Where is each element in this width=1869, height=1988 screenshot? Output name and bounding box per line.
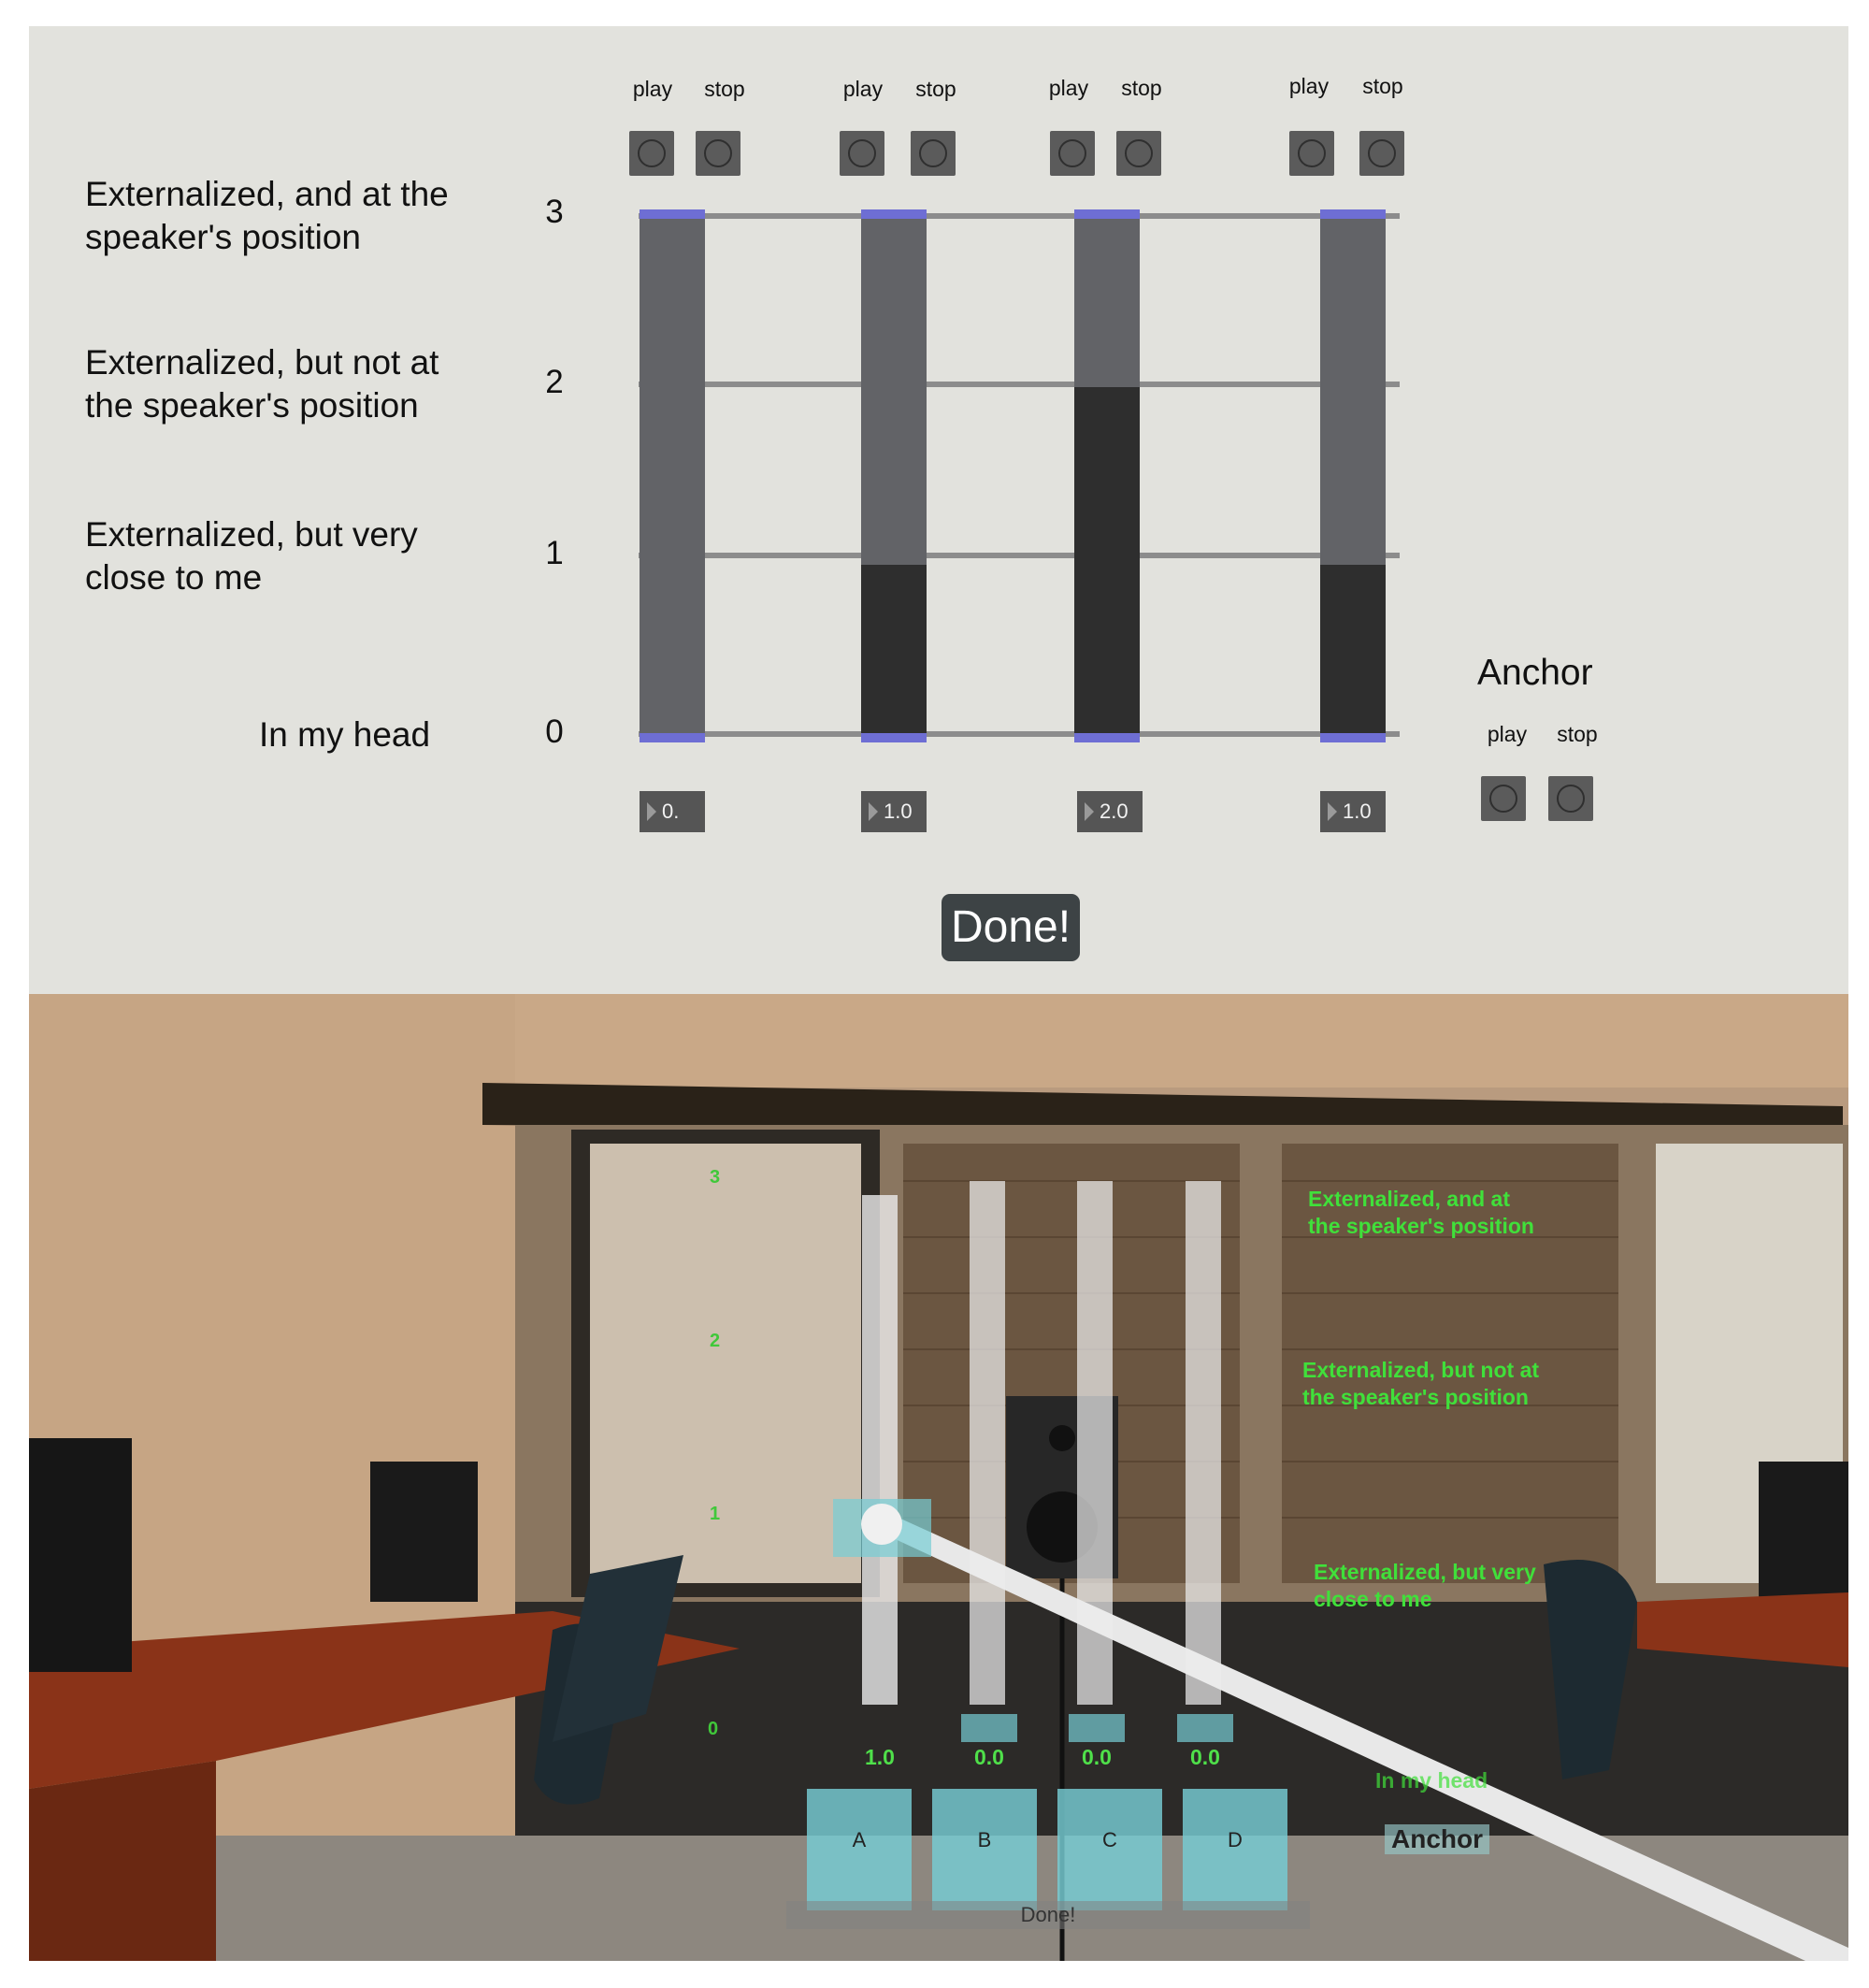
grid-line-3 (639, 213, 1400, 219)
value-box-1[interactable]: 0. (640, 791, 705, 832)
value-box-2[interactable]: 1.0 (861, 791, 927, 832)
slider-top-cap (861, 209, 927, 219)
vr-tick-0: 0 (708, 1719, 719, 1739)
triangle-icon (869, 802, 878, 821)
anchor-stop-label: stop (1557, 722, 1598, 746)
slider-bottom-cap (640, 733, 705, 742)
stop-button-1[interactable] (696, 131, 740, 176)
value-text: 1.0 (1343, 800, 1372, 823)
value-text: 2.0 (1100, 800, 1129, 823)
slider-fill (861, 565, 927, 742)
grid-line-2 (639, 382, 1400, 387)
slider-top-cap (640, 209, 705, 219)
grid-line-1 (639, 553, 1400, 558)
vr-slider-d[interactable] (1186, 1181, 1221, 1705)
vr-value-d: 0.0 (1190, 1745, 1220, 1769)
vr-button-b[interactable]: B (932, 1789, 1037, 1910)
play-label: play (1048, 76, 1089, 100)
play-button-2[interactable] (840, 131, 884, 176)
vr-button-d[interactable]: D (1183, 1789, 1287, 1910)
slider-bottom-cap (861, 733, 927, 742)
stop-button-2[interactable] (911, 131, 956, 176)
vr-tick-3: 3 (710, 1167, 721, 1188)
play-button-3[interactable] (1050, 131, 1095, 176)
play-label: play (1288, 74, 1330, 98)
rating-slider-1[interactable] (640, 209, 705, 742)
slider-bottom-cap (1074, 733, 1140, 742)
anchor-play-button[interactable] (1481, 776, 1526, 821)
vr-slider-handle-b[interactable] (961, 1714, 1017, 1742)
play-label: play (842, 77, 884, 101)
vr-label-0: In my head (1375, 1768, 1488, 1793)
slider-top-cap (1320, 209, 1386, 219)
triangle-icon (1085, 802, 1094, 821)
stop-button-4[interactable] (1359, 131, 1404, 176)
rating-slider-3[interactable] (1074, 209, 1140, 742)
rating-slider-4[interactable] (1320, 209, 1386, 742)
vr-button-c[interactable]: C (1057, 1789, 1162, 1910)
stop-button-3[interactable] (1116, 131, 1161, 176)
vr-slider-a[interactable] (862, 1195, 898, 1705)
done-button[interactable]: Done! (942, 894, 1080, 961)
vr-pointer-cursor (861, 1504, 902, 1545)
vr-tick-2: 2 (710, 1331, 721, 1351)
vr-tick-1: 1 (710, 1504, 721, 1524)
stop-label: stop (915, 77, 956, 101)
value-box-3[interactable]: 2.0 (1077, 791, 1143, 832)
stop-label: stop (1362, 74, 1403, 98)
vr-slider-handle-d[interactable] (1177, 1714, 1233, 1742)
rating-slider-2[interactable] (861, 209, 927, 742)
value-box-4[interactable]: 1.0 (1320, 791, 1386, 832)
scale-number-3: 3 (545, 194, 564, 230)
slider-fill (1074, 387, 1140, 742)
vr-value-b: 0.0 (974, 1745, 1004, 1769)
anchor-stop-button[interactable] (1548, 776, 1593, 821)
vr-value-c: 0.0 (1082, 1745, 1112, 1769)
row-label-0: In my head (259, 715, 431, 754)
play-button-4[interactable] (1289, 131, 1334, 176)
vr-button-a[interactable]: A (807, 1789, 912, 1910)
rating-panel: play stop play stop play stop play stop … (29, 26, 1848, 994)
stop-label: stop (1121, 76, 1162, 100)
play-button-1[interactable] (629, 131, 674, 176)
triangle-icon (1328, 802, 1337, 821)
vr-anchor-button[interactable]: Anchor (1385, 1824, 1489, 1854)
value-text: 1.0 (884, 800, 913, 823)
slider-fill (1320, 565, 1386, 742)
vr-slider-c[interactable] (1077, 1181, 1113, 1705)
stop-label: stop (704, 77, 745, 101)
triangle-icon (647, 802, 656, 821)
vr-slider-handle-c[interactable] (1069, 1714, 1125, 1742)
vr-value-a: 1.0 (865, 1745, 895, 1769)
grid-line-0 (639, 731, 1400, 737)
anchor-play-label: play (1487, 722, 1528, 746)
scale-number-0: 0 (545, 713, 564, 750)
play-label: play (632, 77, 673, 101)
vr-done-button[interactable]: Done! (786, 1901, 1310, 1929)
scale-number-2: 2 (545, 364, 564, 400)
slider-bottom-cap (1320, 733, 1386, 742)
room-background (29, 994, 1848, 1961)
slider-top-cap (1074, 209, 1140, 219)
value-text: 0. (662, 800, 680, 823)
scale-number-1: 1 (545, 535, 564, 571)
anchor-title: Anchor (1477, 653, 1593, 693)
vr-slider-b[interactable] (970, 1181, 1005, 1705)
